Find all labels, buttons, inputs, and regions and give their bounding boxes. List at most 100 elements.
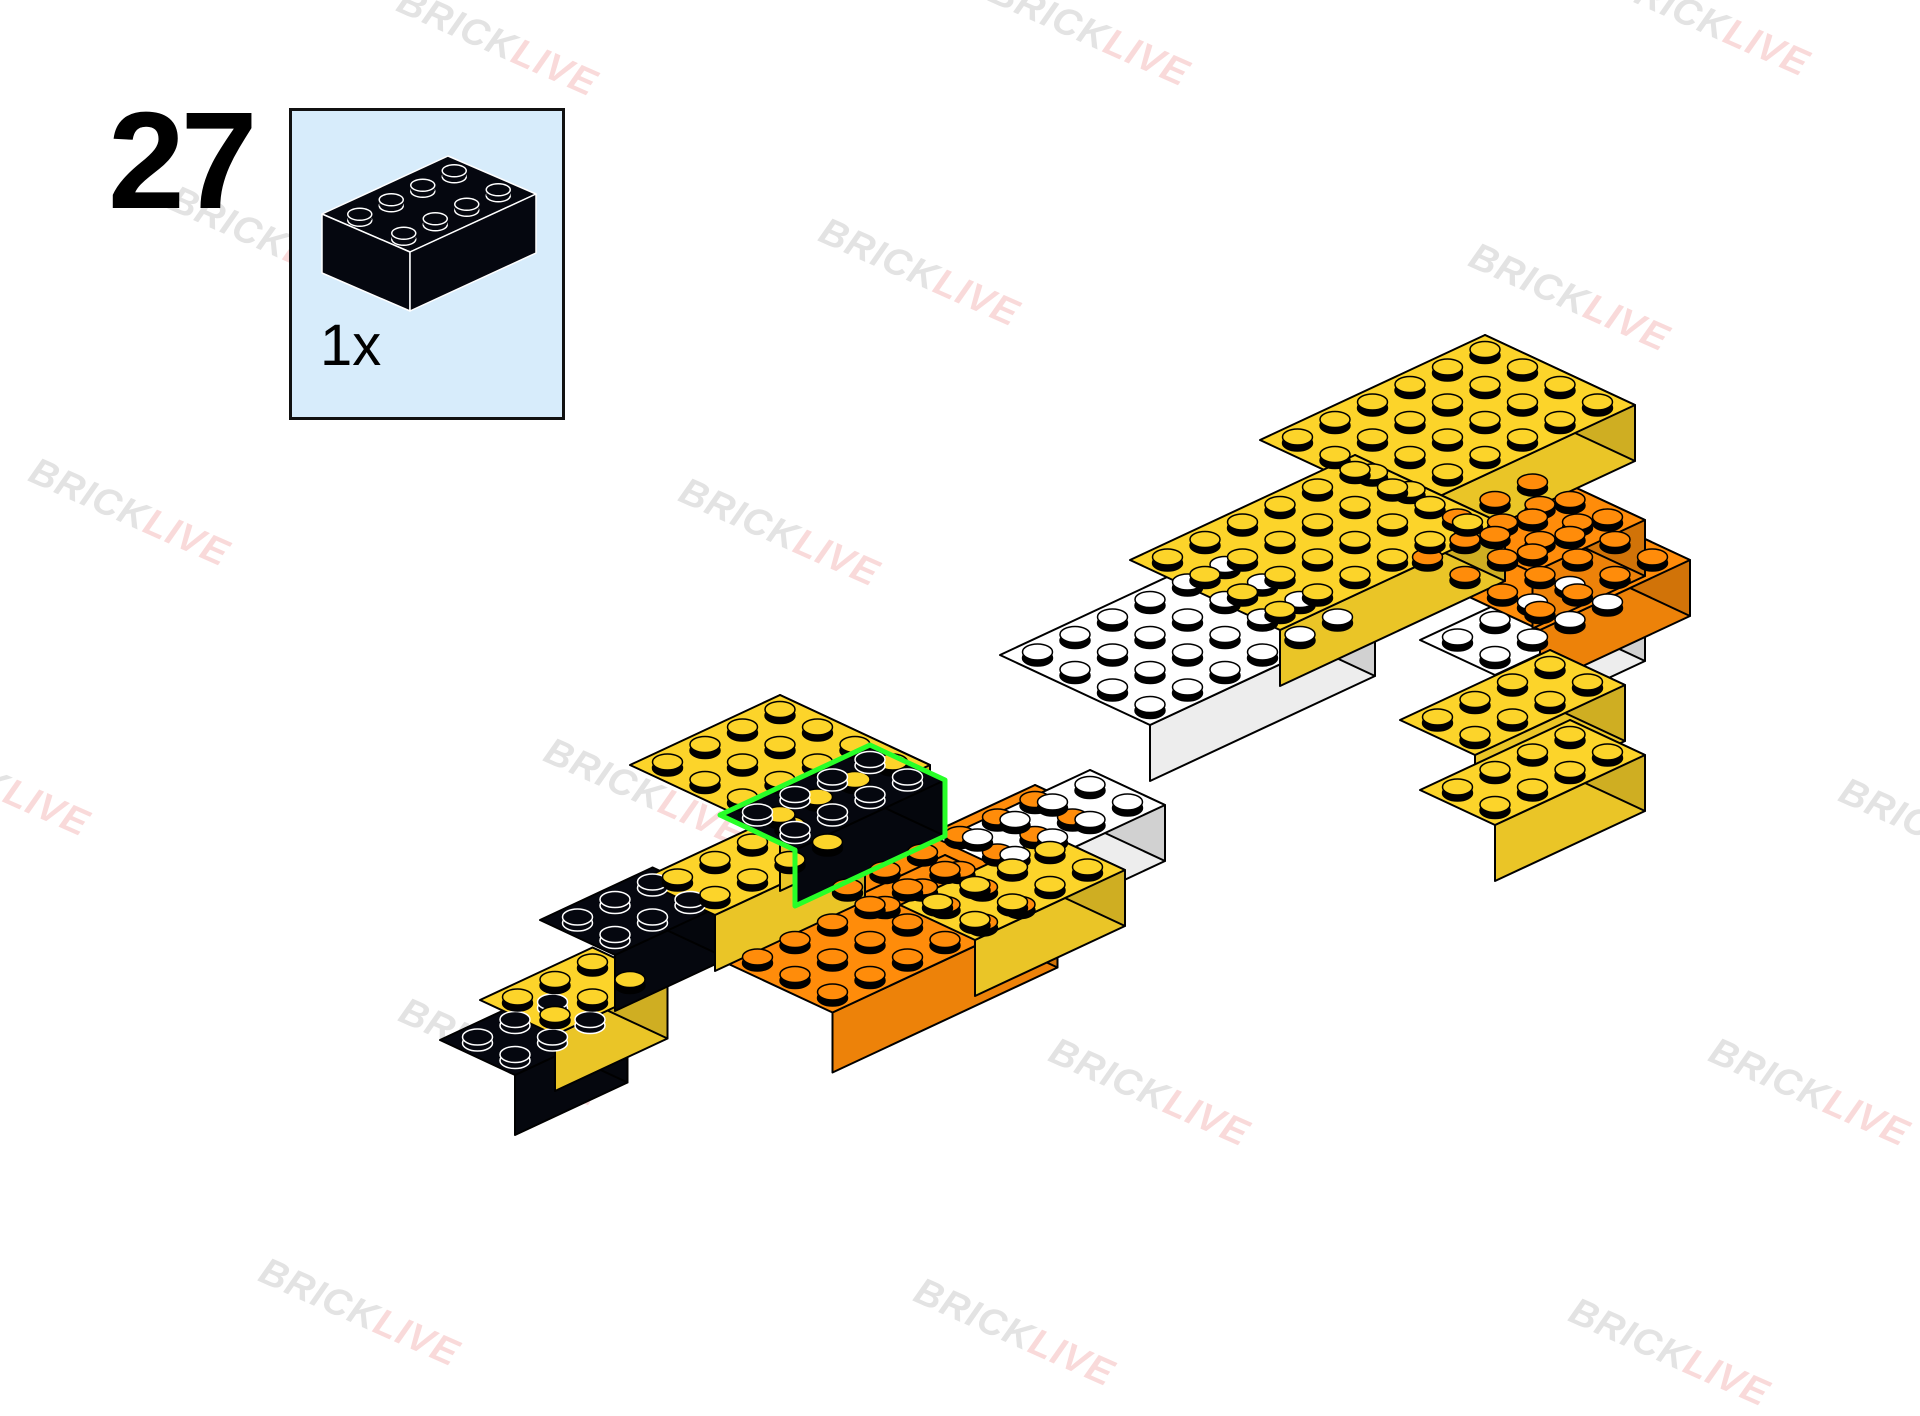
stud (764, 700, 796, 725)
stud (599, 925, 631, 950)
stud (461, 1028, 494, 1052)
stud (536, 1028, 569, 1052)
stud (1479, 760, 1511, 785)
stud (891, 948, 924, 972)
stud (1059, 660, 1091, 685)
stud (1451, 513, 1484, 537)
stud (1281, 428, 1314, 452)
stud (485, 183, 511, 197)
part-brick-2x4-icon (321, 155, 537, 312)
stud (1284, 625, 1316, 650)
stud (1021, 643, 1054, 667)
stud (1264, 530, 1296, 555)
stud (1479, 490, 1511, 515)
stud (1226, 513, 1259, 537)
stud (1209, 625, 1241, 650)
stud (1554, 725, 1586, 750)
stud (1469, 410, 1501, 435)
stud (1111, 793, 1144, 817)
stud (1189, 565, 1221, 590)
stud (689, 735, 721, 760)
stud (1394, 410, 1426, 435)
stud (1469, 445, 1501, 470)
stud (1496, 708, 1529, 732)
stud (1034, 875, 1066, 900)
stud (959, 875, 991, 900)
stud (831, 878, 864, 902)
stud (1071, 858, 1104, 882)
stud (816, 948, 849, 972)
stud (441, 164, 467, 178)
stud (854, 930, 886, 955)
stud (1421, 708, 1454, 732)
stud (454, 197, 480, 211)
stud (391, 226, 417, 240)
stud (736, 868, 769, 892)
stud (891, 913, 924, 937)
stud (1441, 628, 1474, 652)
stud (1134, 625, 1166, 650)
stud (599, 890, 631, 915)
stud (699, 885, 731, 910)
stud (1441, 778, 1474, 802)
stud (651, 753, 684, 777)
stud (576, 988, 609, 1012)
stud (1554, 610, 1586, 635)
stud (1376, 513, 1409, 537)
stud (410, 178, 436, 192)
stud (1034, 840, 1066, 865)
stud (1516, 473, 1549, 497)
stud (1096, 608, 1129, 632)
stud (1431, 393, 1464, 417)
stud (1301, 583, 1334, 607)
stud (816, 768, 849, 792)
stud (854, 785, 886, 810)
stud (1496, 673, 1529, 697)
stud (1189, 530, 1221, 555)
stud (1151, 548, 1184, 572)
stud (1134, 660, 1166, 685)
stud (1414, 495, 1446, 520)
model-assembly (439, 334, 1691, 1136)
stud (869, 860, 901, 885)
stud (1264, 600, 1296, 625)
stud (576, 953, 609, 977)
stud (1479, 645, 1511, 670)
stud (1431, 358, 1464, 382)
stud (1561, 548, 1594, 572)
stud (1506, 393, 1539, 417)
stud (1591, 508, 1624, 532)
new-part-highlight (717, 742, 948, 909)
stud (1479, 795, 1511, 820)
stud (779, 965, 811, 990)
stud (1516, 778, 1549, 802)
stud (741, 948, 774, 972)
stud (726, 753, 759, 777)
stud (1544, 375, 1576, 400)
stud (1431, 428, 1464, 452)
stud (1226, 548, 1259, 572)
parts-callout: 1x (289, 108, 565, 420)
stud (347, 207, 373, 221)
stud (1356, 428, 1389, 452)
stud (539, 1005, 571, 1030)
stud (929, 860, 961, 885)
stud (1506, 428, 1539, 452)
stud (741, 803, 774, 827)
stud (1301, 513, 1334, 537)
stud (1074, 775, 1106, 800)
stud (996, 893, 1029, 917)
stud (1516, 743, 1549, 767)
stud (1554, 525, 1586, 550)
stud (561, 908, 594, 932)
stud (614, 970, 646, 995)
stud (921, 893, 954, 917)
stud (801, 718, 834, 742)
stud (1581, 393, 1614, 417)
stud (1301, 548, 1334, 572)
stud (1074, 810, 1106, 835)
stud (1339, 565, 1371, 590)
stud (1339, 530, 1371, 555)
step-number: 27 (108, 84, 257, 238)
stud (996, 858, 1029, 882)
